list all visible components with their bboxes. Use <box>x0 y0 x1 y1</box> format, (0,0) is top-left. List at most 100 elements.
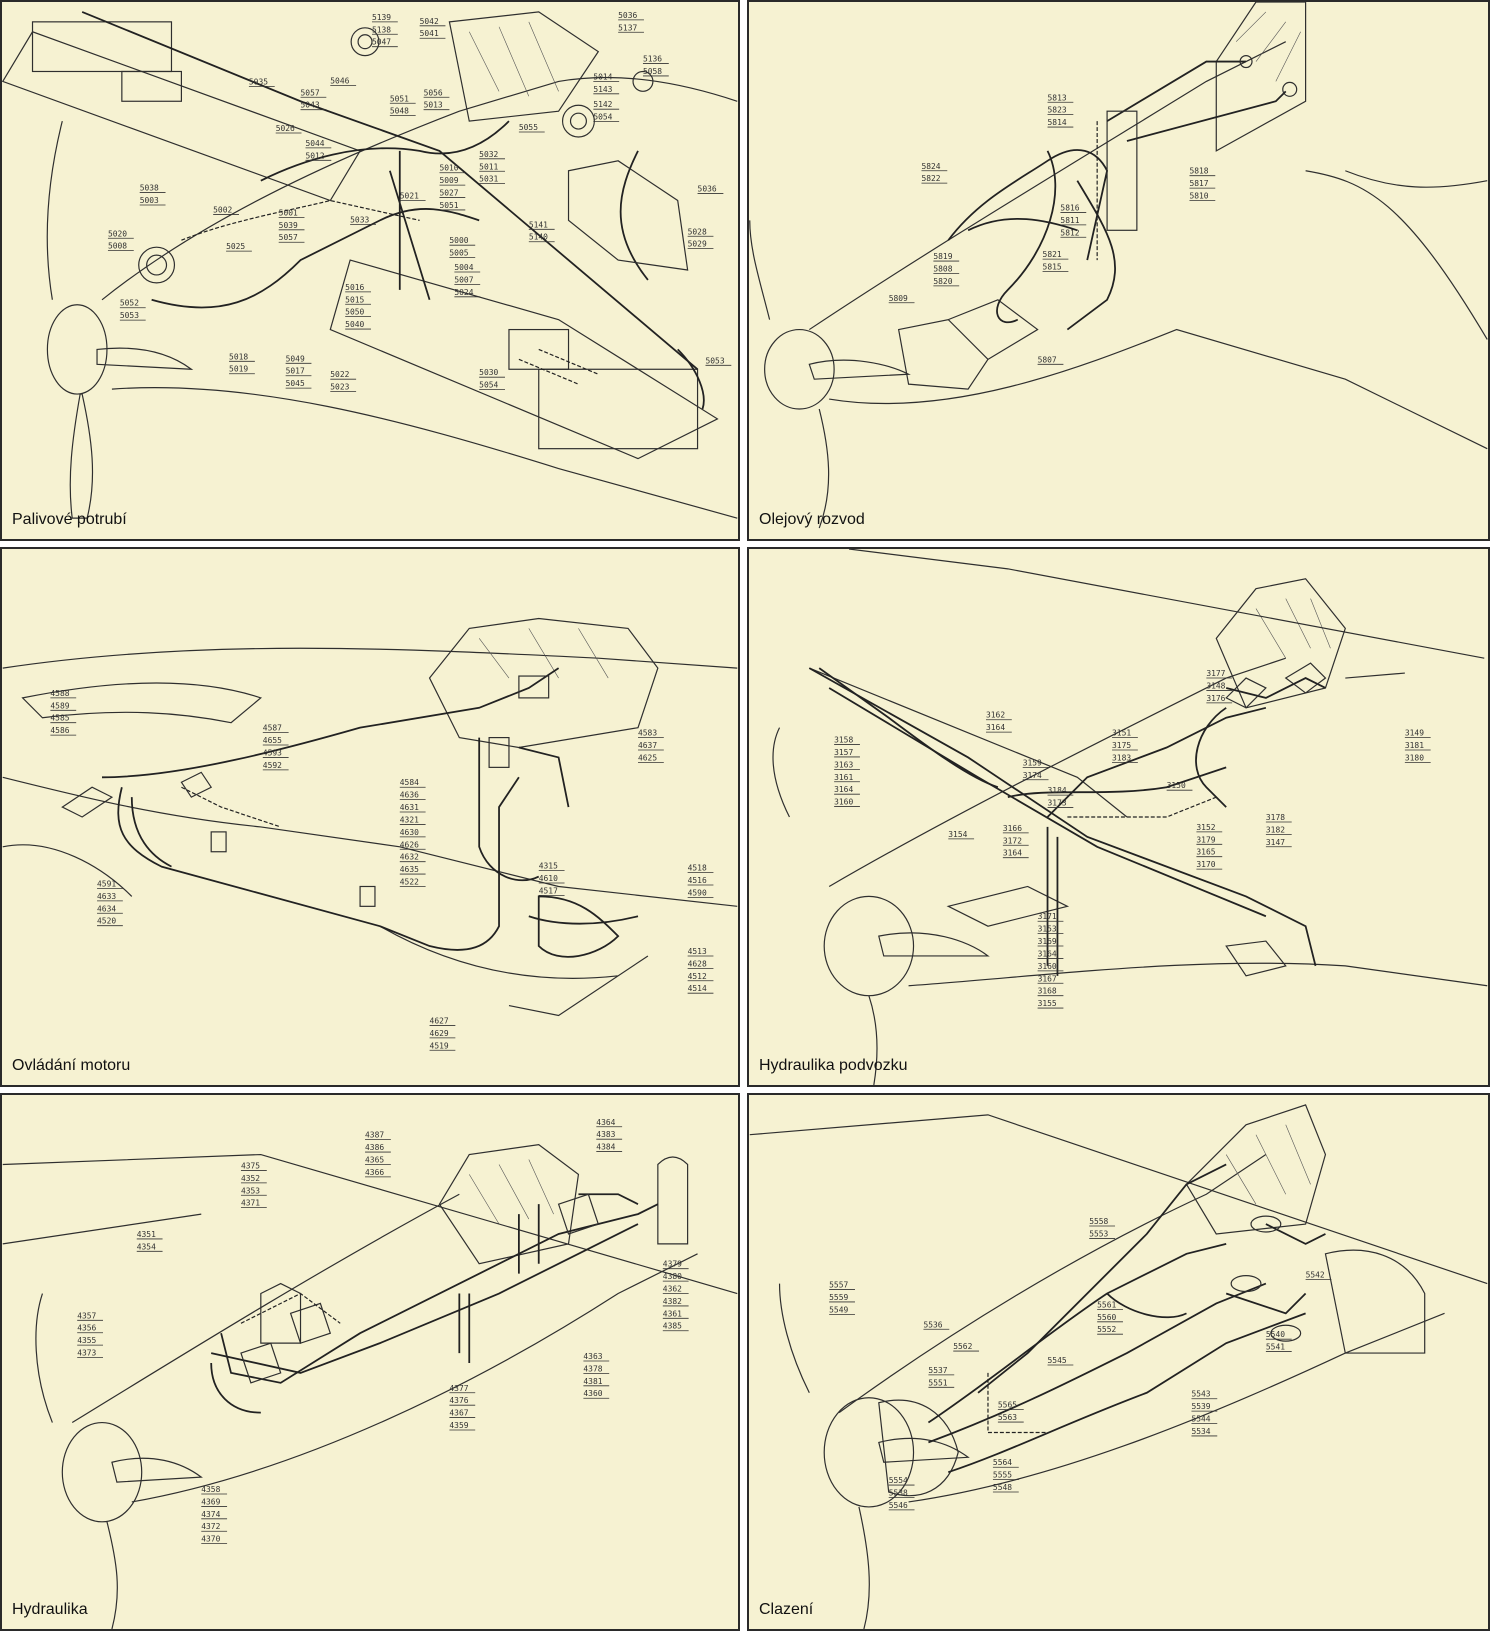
part-number-label: 4351 <box>137 1230 156 1239</box>
part-number-label: 5808 <box>933 264 952 273</box>
landing-gear-hydraulics-drawing: 3177314831763162316431493181318031583157… <box>772 549 1488 1085</box>
part-number-label: 5030 <box>479 368 498 377</box>
part-number-label: 5564 <box>993 1458 1012 1467</box>
part-number-label: 5033 <box>350 215 369 224</box>
part-number-label: 3148 <box>1206 681 1225 690</box>
part-number-label: 4591 <box>97 879 116 888</box>
part-number-labels: 5558555355575559554955425561556055525536… <box>829 1217 1332 1511</box>
part-number-label: 5050 <box>345 308 364 317</box>
part-number-label: 4593 <box>263 748 282 757</box>
part-number-label: 4366 <box>365 1168 384 1177</box>
part-number-label: 4632 <box>400 853 419 862</box>
part-number-label: 5044 <box>305 139 324 148</box>
part-number-label: 5046 <box>330 76 349 85</box>
part-number-label: 5053 <box>120 311 139 320</box>
part-number-label: 5821 <box>1043 250 1062 259</box>
panel-caption: Clazení <box>759 1601 814 1618</box>
part-number-label: 5032 <box>479 150 498 159</box>
part-number-label: 5554 <box>889 1476 908 1485</box>
part-number-label: 5052 <box>120 299 139 308</box>
part-number-label: 4583 <box>638 729 657 738</box>
part-number-label: 5563 <box>998 1413 1017 1422</box>
part-number-label: 5010 <box>439 164 458 173</box>
part-number-label: 3150 <box>1167 781 1186 790</box>
part-number-label: 3179 <box>1196 835 1215 844</box>
part-number-label: 5534 <box>1191 1427 1210 1436</box>
part-number-label: 5820 <box>933 277 952 286</box>
part-number-label: 5031 <box>479 175 498 184</box>
part-number-label: 4352 <box>241 1174 260 1183</box>
part-number-label: 4385 <box>663 1322 682 1331</box>
part-number-label: 4585 <box>50 714 69 723</box>
part-number-label: 5036 <box>698 185 717 194</box>
part-number-label: 4592 <box>263 761 282 770</box>
part-number-label: 3182 <box>1266 825 1285 834</box>
part-number-label: 5553 <box>1089 1229 1108 1238</box>
part-number-label: 4588 <box>50 689 69 698</box>
part-number-label: 4379 <box>663 1260 682 1269</box>
part-number-label: 5009 <box>439 176 458 185</box>
panel-caption: Hydraulika podvozku <box>759 1057 908 1074</box>
part-number-label: 5542 <box>1306 1271 1325 1280</box>
part-number-label: 5822 <box>921 174 940 183</box>
part-number-label: 4519 <box>430 1041 449 1050</box>
part-number-label: 3159 <box>1023 758 1042 767</box>
part-number-label: 4358 <box>201 1485 220 1494</box>
part-number-label: 3161 <box>834 773 853 782</box>
part-number-label: 5141 <box>529 220 548 229</box>
part-number-label: 5140 <box>529 233 548 242</box>
part-number-label: 4363 <box>583 1352 602 1361</box>
part-number-label: 4357 <box>77 1311 96 1320</box>
part-number-label: 4380 <box>663 1272 682 1281</box>
part-number-label: 3151 <box>1112 729 1131 738</box>
part-number-label: 4631 <box>400 803 419 812</box>
part-number-label: 5029 <box>688 240 707 249</box>
part-number-label: 5043 <box>301 101 320 110</box>
part-number-label: 3155 <box>1038 999 1057 1008</box>
part-number-label: 4377 <box>449 1384 468 1393</box>
part-number-label: 4516 <box>688 876 707 885</box>
part-number-label: 5548 <box>993 1483 1012 1492</box>
part-number-label: 4626 <box>400 840 419 849</box>
part-number-label: 5011 <box>479 162 498 171</box>
part-number-label: 5014 <box>593 72 612 81</box>
part-number-label: 3184 <box>1048 786 1067 795</box>
fuel-lines-drawing: 5139513850475042504150365137513650585035… <box>2 11 738 519</box>
part-number-label: 5015 <box>345 295 364 304</box>
part-number-label: 3177 <box>1206 669 1225 678</box>
part-number-label: 5552 <box>1097 1325 1116 1334</box>
part-number-label: 4633 <box>97 892 116 901</box>
part-number-label: 3165 <box>1196 848 1215 857</box>
part-number-label: 4637 <box>638 741 657 750</box>
part-number-label: 5047 <box>372 38 391 47</box>
part-number-label: 4518 <box>688 864 707 873</box>
part-number-label: 3163 <box>834 760 853 769</box>
part-number-label: 5026 <box>276 124 295 133</box>
part-number-label: 5040 <box>345 320 364 329</box>
part-number-label: 5038 <box>140 184 159 193</box>
part-number-label: 4627 <box>430 1016 449 1025</box>
part-number-label: 4629 <box>430 1029 449 1038</box>
part-number-label: 3175 <box>1112 741 1131 750</box>
part-number-label: 5027 <box>439 189 458 198</box>
part-number-label: 5036 <box>618 11 637 20</box>
part-number-label: 5536 <box>923 1320 942 1329</box>
part-number-label: 4590 <box>688 888 707 897</box>
part-number-label: 4374 <box>201 1510 220 1519</box>
part-number-label: 5048 <box>390 107 409 116</box>
part-number-label: 5001 <box>279 208 298 217</box>
part-number-label: 3178 <box>1266 813 1285 822</box>
part-number-label: 4630 <box>400 828 419 837</box>
part-number-label: 5551 <box>928 1378 947 1387</box>
part-number-label: 3160 <box>834 798 853 807</box>
part-number-label: 4362 <box>663 1285 682 1294</box>
part-number-label: 3176 <box>1206 694 1225 703</box>
part-number-label: 3147 <box>1266 838 1285 847</box>
part-number-label: 5002 <box>213 205 232 214</box>
part-number-label: 5565 <box>998 1401 1017 1410</box>
part-number-label: 3153 <box>1038 925 1057 934</box>
